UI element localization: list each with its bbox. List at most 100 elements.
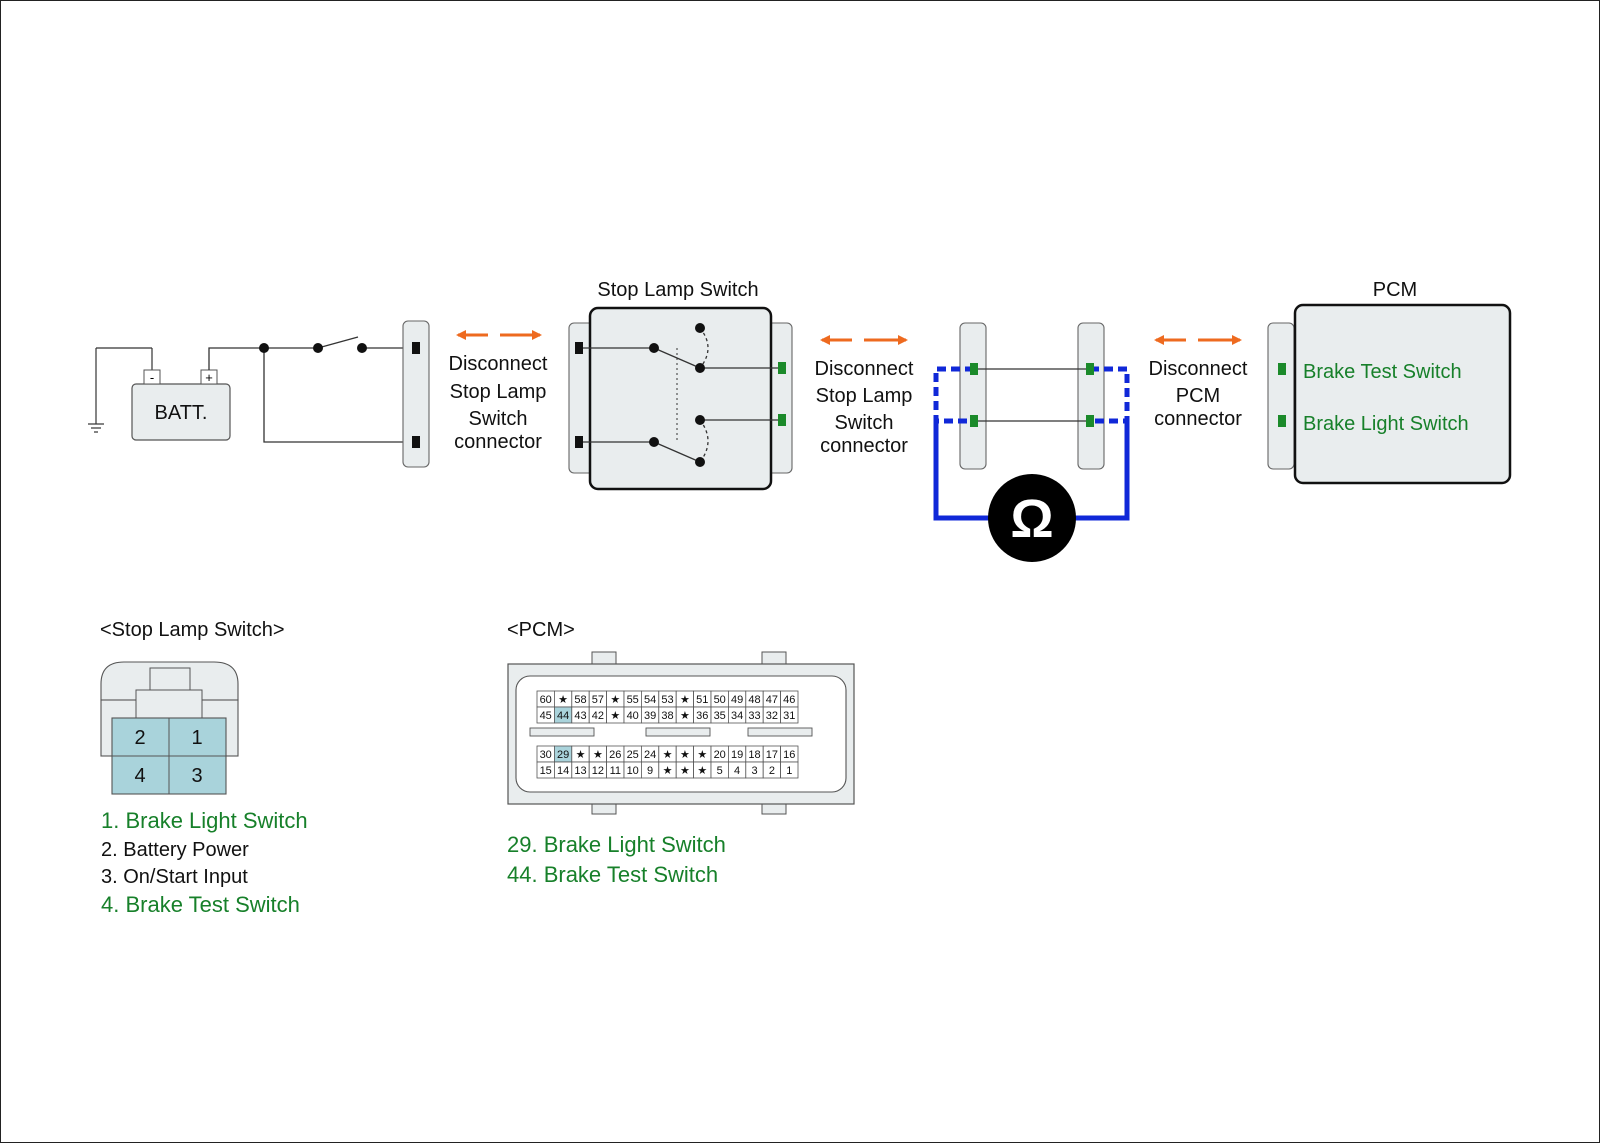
stop-lamp-switch-internals [583,327,778,463]
pcm-pin-label: 2 [769,765,775,777]
harness-wires [973,368,1091,422]
pcm-pin-label: 50 [714,694,726,706]
pcm-pin-label: ★ [680,749,690,761]
pcm-pin-label: 42 [592,710,604,722]
legend-item: 44. Brake Test Switch [507,862,718,887]
pcm-pin-label: 57 [592,694,604,706]
pcm-pin-label: 48 [748,694,760,706]
pcm-body: Brake Test Switch Brake Light Switch [1267,303,1512,485]
harness-connector-2 [959,322,1105,470]
pcm-pin-label: 58 [574,694,586,706]
pcm-pin-label: 40 [627,710,639,722]
legend-item: 1. Brake Light Switch [101,808,308,833]
pcm-pin-label: 60 [540,694,552,706]
pcm-pin-label: 1 [786,765,792,777]
ohmmeter: Ω [988,474,1076,562]
disconnect-label-2: Disconnect Stop Lamp Switch connector [815,358,914,457]
pcm-pin-label: 16 [783,749,795,761]
pcm-pin-label: 14 [557,765,569,777]
pcm-pin-cell [780,761,799,779]
pcm-pin-label: ★ [663,749,673,761]
pcm-pin-label: 4 [734,765,740,777]
ground-symbol [88,347,153,433]
pcm-pin-label: ★ [593,749,603,761]
pcm-pin-label: 53 [661,694,673,706]
ohm-icon: Ω [1010,489,1053,549]
pcm-pin-label: 55 [627,694,639,706]
pcm-pin-label: 19 [731,749,743,761]
pcm-pin-label: ★ [697,765,707,777]
pcm-title: PCM [1373,279,1417,301]
pcm-pin-label: ★ [680,694,690,706]
pcm-pin-label: 35 [714,710,726,722]
harness-connector-1 [402,320,430,468]
battery-negative-label: - [150,370,154,385]
pcm-pin-label: 34 [731,710,743,722]
pcm-pin-label: 38 [661,710,673,722]
pcm-pin-label: 44 [557,710,569,722]
pcm-pin-label: 24 [644,749,656,761]
pcm-pin-label: ★ [680,765,690,777]
ohmmeter-leads [933,366,1130,521]
harness-pins [970,363,1094,427]
disconnect-label-3: Disconnect PCM connector [1149,358,1248,430]
pcm-pin-label: 45 [540,710,552,722]
pcm-pin-label: ★ [680,710,690,722]
pcm-pin-label: ★ [663,765,673,777]
stop-lamp-legend: 1. Brake Light Switch 2. Battery Power 3… [101,808,308,917]
svg-text:connector: connector [820,435,908,457]
ignition-switch [259,343,367,353]
pcm-pin-label: 26 [609,749,621,761]
svg-text:Disconnect: Disconnect [1149,358,1248,380]
stop-lamp-switch-contacts [649,323,705,467]
stop-lamp-switch-title: Stop Lamp Switch [597,279,758,301]
pcm-pin-brake-light-switch: Brake Light Switch [1303,413,1469,435]
pcm-pin-label: 20 [714,749,726,761]
svg-text:connector: connector [1154,408,1242,430]
stop-lamp-connector-title: <Stop Lamp Switch> [100,619,285,641]
pcm-pin-label: 51 [696,694,708,706]
slsw-pin-3: 3 [191,765,202,787]
pcm-pin-cell [780,706,799,724]
pcm-pin-label: 29 [557,749,569,761]
pcm-pin-label: ★ [558,694,568,706]
pcm-pin-label: 39 [644,710,656,722]
pcm-pin-label: 33 [748,710,760,722]
pcm-pin-label: 30 [540,749,552,761]
stop-lamp-switch-body [568,306,793,491]
legend-item: 29. Brake Light Switch [507,832,726,857]
svg-text:connector: connector [454,431,542,453]
pcm-pin-label: 25 [627,749,639,761]
battery-positive-label: + [205,370,213,385]
pcm-pin-label: 31 [783,710,795,722]
pcm-pin-label: 5 [717,765,723,777]
slsw-pin-4: 4 [134,765,145,787]
pcm-pin-label: 32 [766,710,778,722]
pcm-pin-label: 36 [696,710,708,722]
svg-text:Stop Lamp: Stop Lamp [450,381,547,403]
battery-wiring [208,336,416,443]
battery-label: BATT. [155,402,208,424]
pcm-pin-label: 43 [574,710,586,722]
pcm-pin-label: 17 [766,749,778,761]
pcm-pin-label: 15 [540,765,552,777]
svg-text:Switch: Switch [835,412,894,434]
pcm-legend: 29. Brake Light Switch 44. Brake Test Sw… [507,832,726,887]
disconnect-label-1: Disconnect Stop Lamp Switch connector [449,353,548,453]
slsw-pin-1: 1 [191,727,202,749]
pcm-pin-label: 12 [592,765,604,777]
pcm-connector-title: <PCM> [507,619,575,641]
pcm-pin-label: 11 [610,765,621,777]
pcm-pin-label: ★ [610,710,620,722]
svg-text:Disconnect: Disconnect [815,358,914,380]
pcm-connector-face [507,651,855,815]
pcm-pin-label: 18 [748,749,760,761]
svg-text:Disconnect: Disconnect [449,353,548,375]
pcm-pin-label: 9 [647,765,653,777]
legend-item: 2. Battery Power [101,839,249,861]
legend-item: 3. On/Start Input [101,866,248,888]
pcm-pin-brake-test-switch: Brake Test Switch [1303,361,1462,383]
pcm-pin-label: 46 [783,694,795,706]
